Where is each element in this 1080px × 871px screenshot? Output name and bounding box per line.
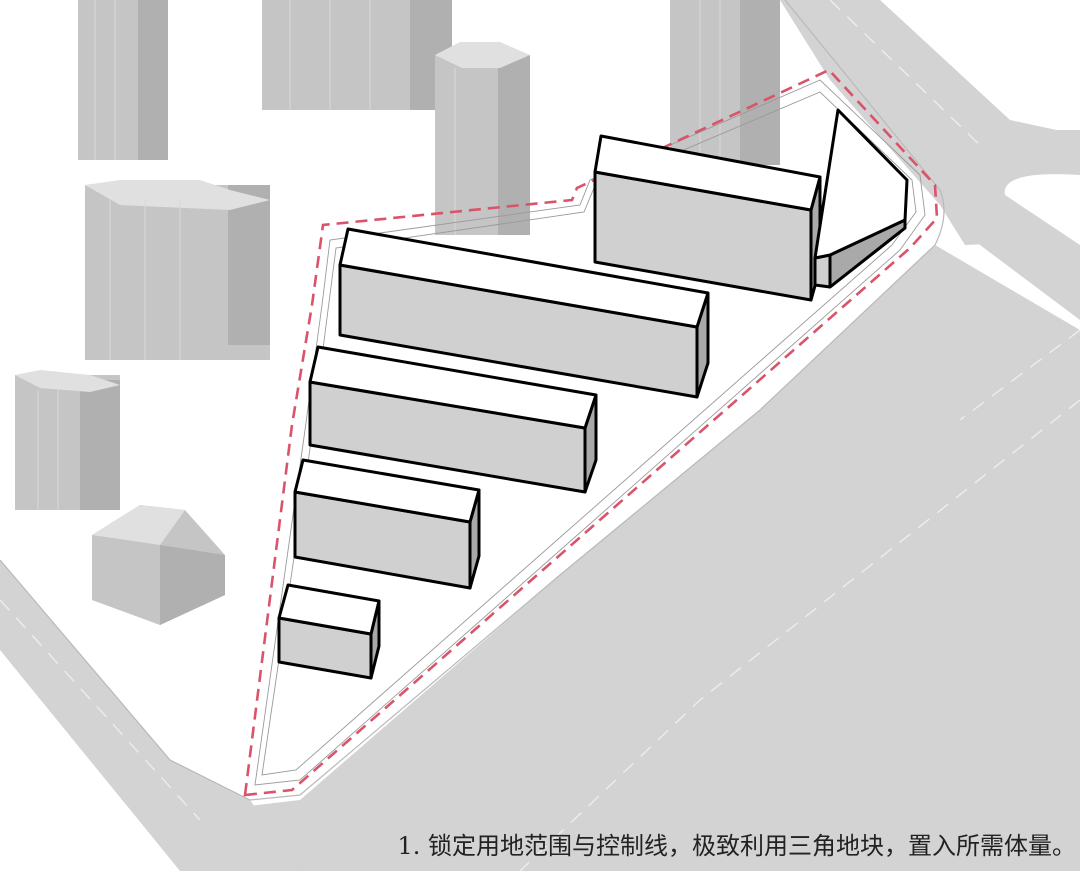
road-edge-southwest bbox=[0, 559, 251, 801]
context-building-1 bbox=[78, 0, 168, 160]
road-southeast bbox=[215, 245, 1080, 871]
mass-block-1 bbox=[593, 134, 822, 302]
control-lines bbox=[254, 79, 926, 786]
context-buildings bbox=[15, 0, 780, 625]
setback-line-outer bbox=[254, 79, 926, 786]
context-building-4 bbox=[670, 0, 780, 165]
road-east-curve bbox=[957, 130, 1080, 320]
lane-marking-southwest bbox=[0, 599, 201, 821]
lane-marking-northeast bbox=[829, 0, 986, 151]
road-intersection bbox=[170, 760, 300, 871]
context-building-2 bbox=[262, 0, 452, 110]
mass-block-5 bbox=[293, 458, 481, 590]
mass-block-4 bbox=[308, 345, 598, 494]
road-island bbox=[1004, 174, 1080, 245]
road-edge-northeast bbox=[784, 0, 945, 246]
mass-block-3 bbox=[338, 227, 710, 399]
diagram-caption: 1. 锁定用地范围与控制线，极致利用三角地块，置入所需体量。 bbox=[397, 832, 1076, 860]
lane-marking-southeast-2 bbox=[959, 329, 1080, 421]
mass-block-6 bbox=[277, 583, 381, 680]
context-building-5 bbox=[85, 180, 270, 360]
lane-marking-southeast bbox=[519, 399, 1080, 871]
proposed-masses bbox=[277, 108, 909, 680]
context-building-7 bbox=[92, 505, 225, 625]
mass-block-2-wedge bbox=[813, 108, 909, 289]
context-building-6 bbox=[15, 370, 120, 510]
road-edge-southeast bbox=[249, 244, 936, 801]
setback-line-inner bbox=[261, 91, 917, 776]
site-boundary-redline bbox=[243, 68, 939, 797]
